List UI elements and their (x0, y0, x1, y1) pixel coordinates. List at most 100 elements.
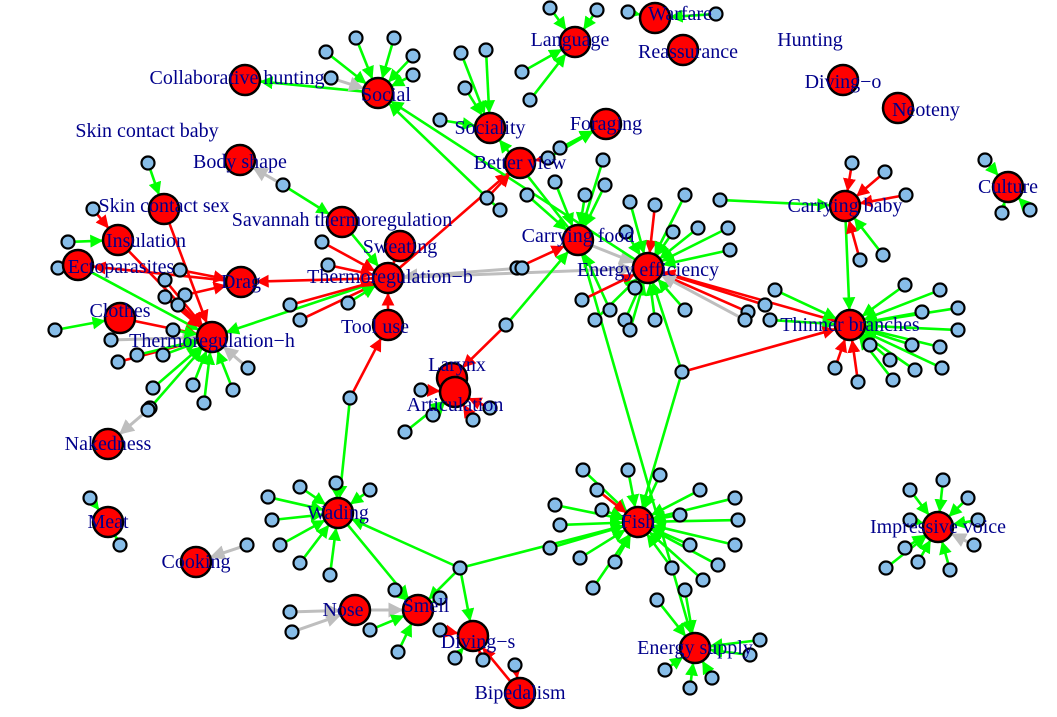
leaf-node[interactable] (240, 360, 256, 376)
node-cooking[interactable] (179, 545, 213, 579)
leaf-node[interactable] (652, 467, 668, 483)
leaf-node[interactable] (727, 537, 743, 553)
leaf-node[interactable] (885, 372, 901, 388)
node-carrying_baby[interactable] (828, 189, 862, 223)
leaf-node[interactable] (47, 322, 63, 338)
node-warfare[interactable] (638, 1, 672, 35)
leaf-node[interactable] (165, 322, 181, 338)
node-smell[interactable] (401, 593, 435, 627)
leaf-node[interactable] (362, 622, 378, 638)
leaf-node[interactable] (907, 362, 923, 378)
leaf-node[interactable] (447, 650, 463, 666)
node-nose[interactable] (338, 593, 372, 627)
leaf-node[interactable] (934, 360, 950, 376)
leaf-node[interactable] (657, 662, 673, 678)
leaf-node[interactable] (475, 652, 491, 668)
leaf-node[interactable] (664, 560, 680, 576)
leaf-node[interactable] (649, 592, 665, 608)
leaf-node[interactable] (264, 512, 280, 528)
leaf-node[interactable] (314, 234, 330, 250)
leaf-node[interactable] (607, 554, 623, 570)
leaf-node[interactable] (225, 382, 241, 398)
leaf-node[interactable] (478, 42, 494, 58)
leaf-node[interactable] (155, 347, 171, 363)
leaf-node[interactable] (960, 490, 976, 506)
leaf-node[interactable] (597, 177, 613, 193)
node-bipedalism[interactable] (503, 676, 537, 710)
leaf-node[interactable] (737, 312, 753, 328)
leaf-node[interactable] (647, 197, 663, 213)
node-diving_s[interactable] (456, 619, 490, 653)
leaf-node[interactable] (140, 402, 156, 418)
leaf-node[interactable] (432, 112, 448, 128)
leaf-node[interactable] (618, 224, 634, 240)
leaf-node[interactable] (647, 312, 663, 328)
leaf-node[interactable] (622, 194, 638, 210)
leaf-node[interactable] (145, 380, 161, 396)
leaf-node[interactable] (323, 70, 339, 86)
leaf-node[interactable] (862, 337, 878, 353)
leaf-node[interactable] (387, 582, 403, 598)
leaf-node[interactable] (170, 297, 186, 313)
node-drag[interactable] (224, 265, 258, 299)
leaf-node[interactable] (275, 177, 291, 193)
leaf-node[interactable] (292, 555, 308, 571)
leaf-node[interactable] (322, 567, 338, 583)
node-wading[interactable] (321, 496, 355, 530)
leaf-node[interactable] (405, 67, 421, 83)
leaf-node[interactable] (465, 412, 481, 428)
leaf-node[interactable] (260, 489, 276, 505)
leaf-node[interactable] (712, 192, 728, 208)
leaf-node[interactable] (970, 512, 986, 528)
leaf-node[interactable] (966, 537, 982, 553)
leaf-node[interactable] (620, 462, 636, 478)
node-clothes[interactable] (103, 301, 137, 335)
node-foraging[interactable] (589, 107, 623, 141)
leaf-node[interactable] (897, 540, 913, 556)
leaf-node[interactable] (950, 322, 966, 338)
leaf-node[interactable] (682, 680, 698, 696)
leaf-node[interactable] (704, 670, 720, 686)
leaf-node[interactable] (585, 580, 601, 596)
leaf-node[interactable] (757, 297, 773, 313)
node-collab[interactable] (228, 63, 262, 97)
leaf-node[interactable] (457, 80, 473, 96)
leaf-node[interactable] (665, 224, 681, 240)
node-better_view[interactable] (503, 146, 537, 180)
leaf-node[interactable] (950, 300, 966, 316)
leaf-node[interactable] (977, 152, 993, 168)
node-articulation[interactable] (438, 375, 472, 409)
leaf-node[interactable] (390, 644, 406, 660)
leaf-node[interactable] (935, 472, 951, 488)
leaf-node[interactable] (898, 187, 914, 203)
node-tool_use[interactable] (371, 308, 405, 342)
leaf-node[interactable] (627, 280, 643, 296)
leaf-node[interactable] (695, 572, 711, 588)
leaf-node[interactable] (320, 257, 336, 273)
leaf-node[interactable] (507, 657, 523, 673)
leaf-node[interactable] (878, 560, 894, 576)
leaf-node[interactable] (552, 140, 568, 156)
leaf-node[interactable] (727, 490, 743, 506)
leaf-node[interactable] (594, 502, 610, 518)
leaf-node[interactable] (902, 482, 918, 498)
leaf-node[interactable] (692, 482, 708, 498)
node-body_shape[interactable] (223, 143, 257, 177)
leaf-node[interactable] (595, 152, 611, 168)
leaf-node[interactable] (910, 554, 926, 570)
leaf-node[interactable] (844, 155, 860, 171)
leaf-node[interactable] (340, 295, 356, 311)
leaf-node[interactable] (342, 390, 358, 406)
leaf-node[interactable] (552, 517, 568, 533)
leaf-node[interactable] (682, 537, 698, 553)
leaf-node[interactable] (752, 632, 768, 648)
leaf-node[interactable] (413, 382, 429, 398)
node-social[interactable] (361, 76, 395, 110)
leaf-node[interactable] (362, 482, 378, 498)
leaf-node[interactable] (239, 537, 255, 553)
leaf-node[interactable] (575, 462, 591, 478)
node-nakedness[interactable] (91, 427, 125, 461)
leaf-node[interactable] (82, 490, 98, 506)
leaf-node[interactable] (547, 174, 563, 190)
node-carrying_food[interactable] (561, 223, 595, 257)
